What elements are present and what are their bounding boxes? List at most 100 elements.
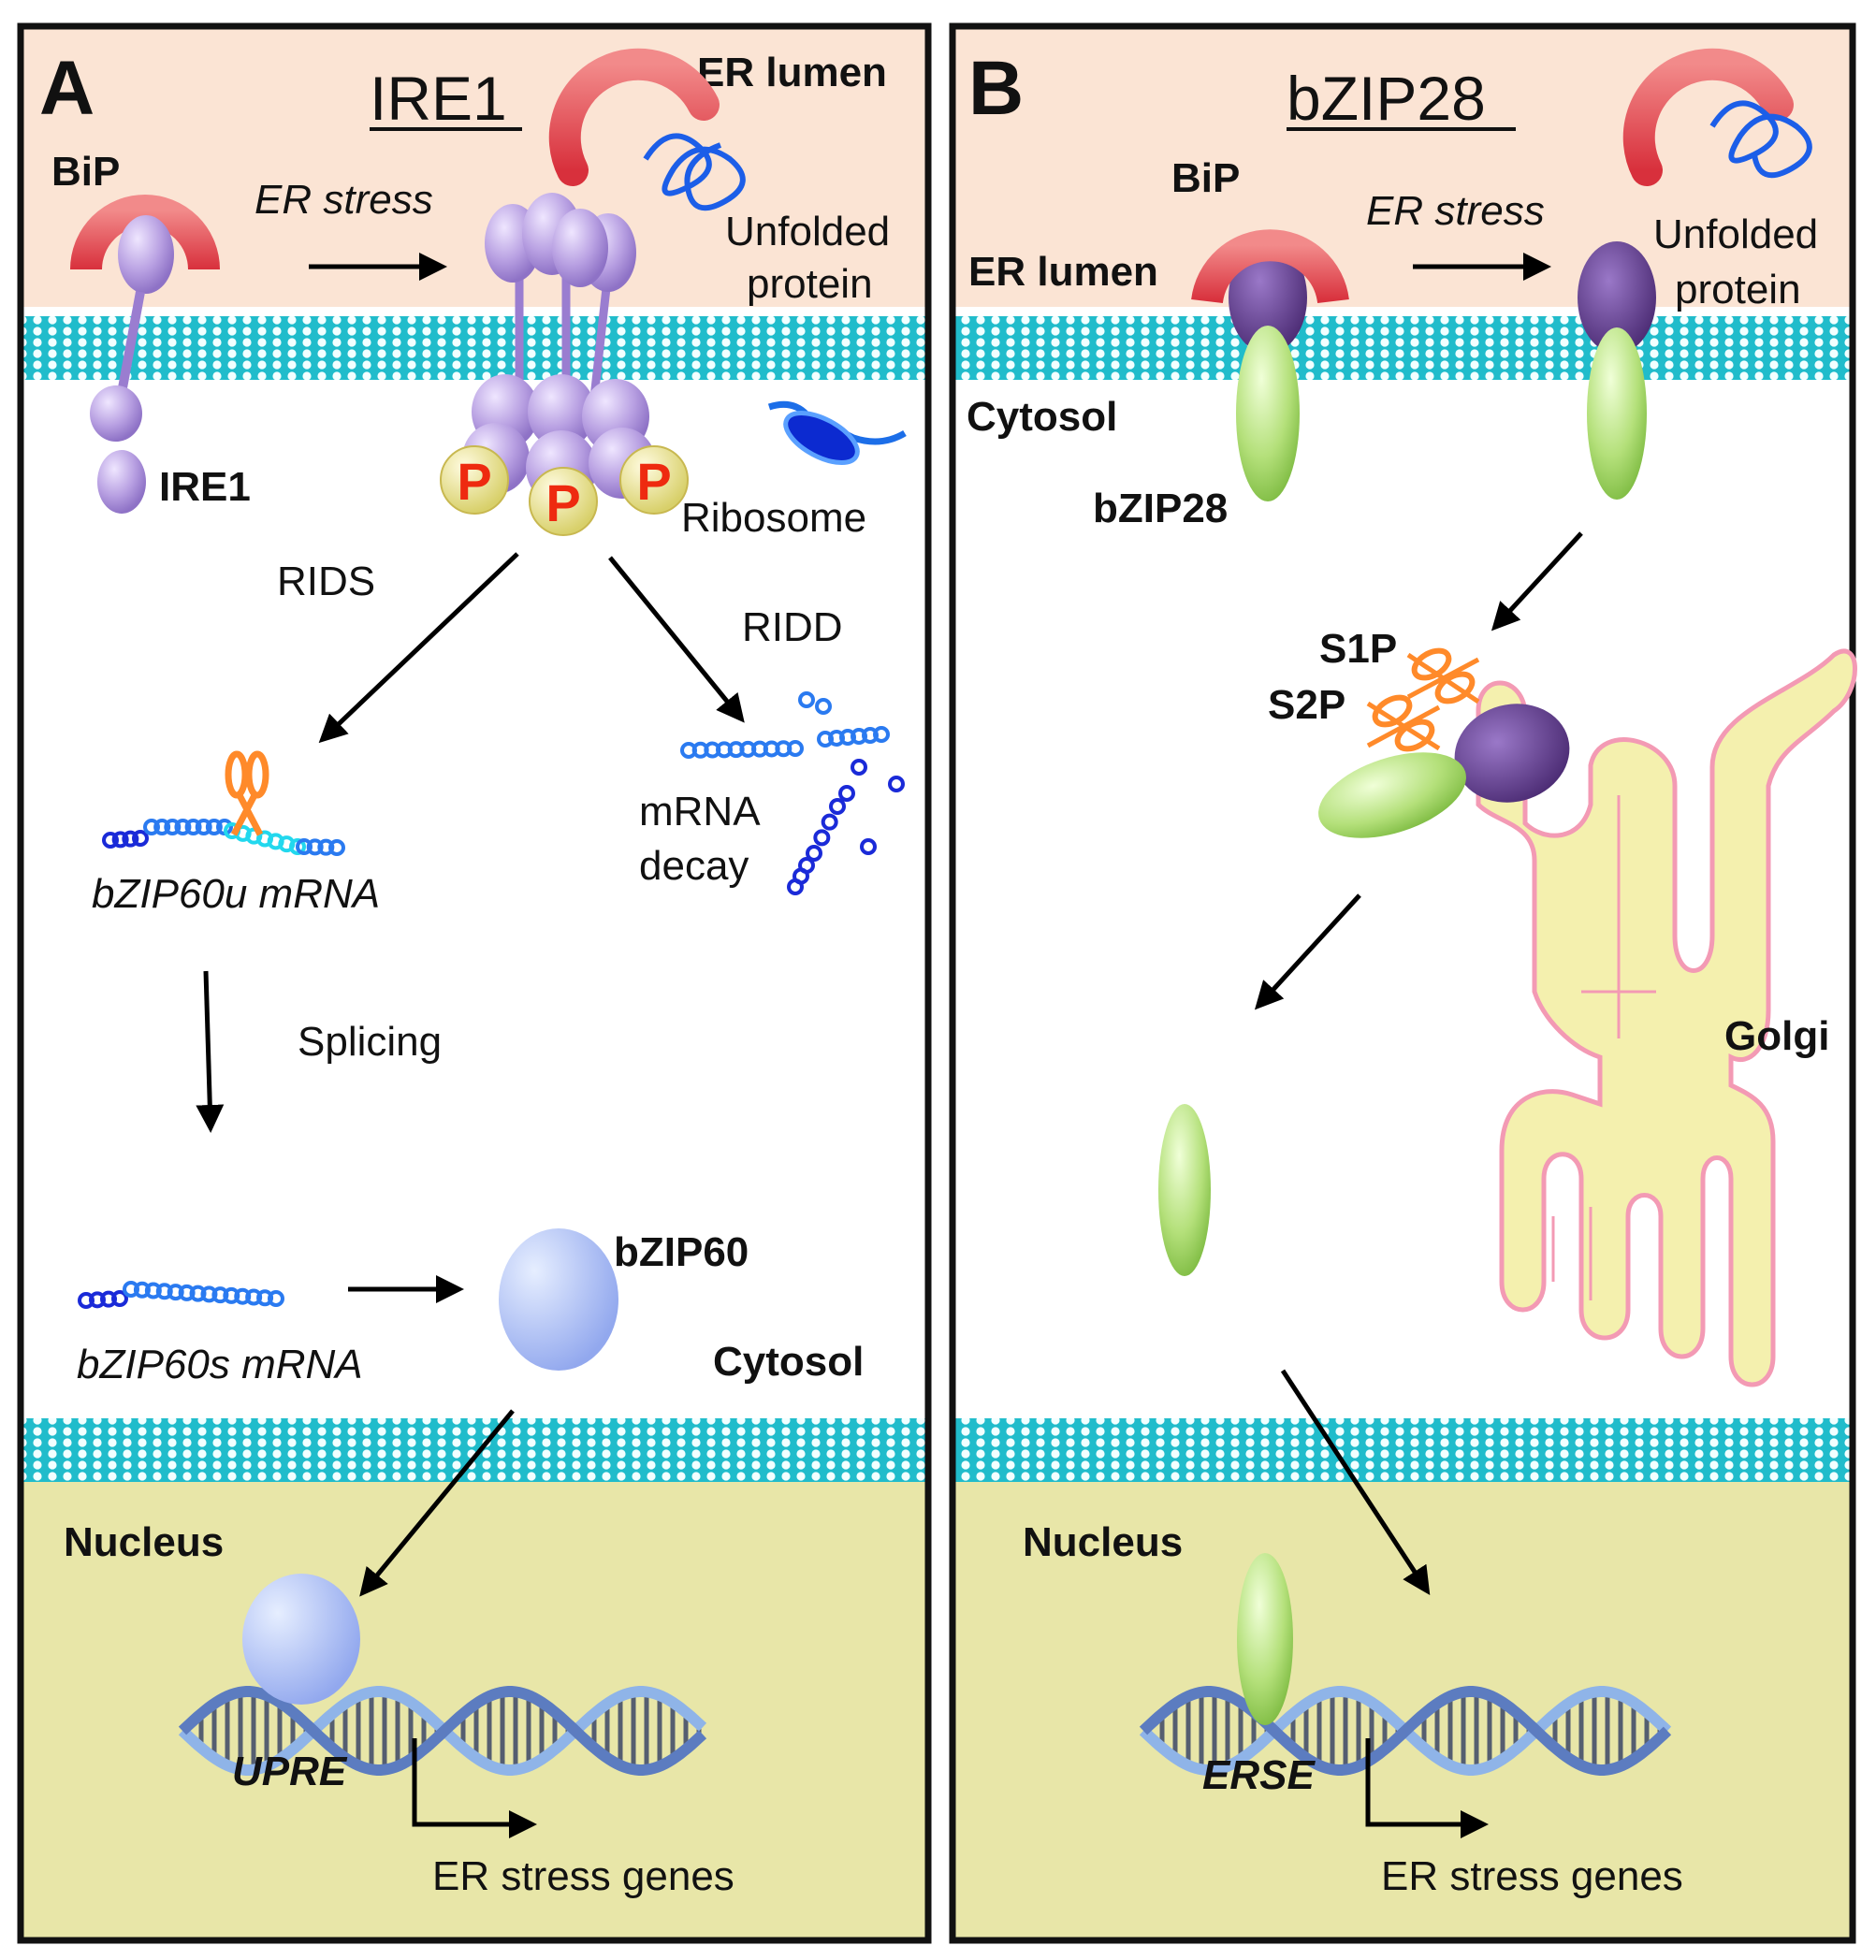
transcription-arrow-b [1365, 1738, 1489, 1838]
ribosome-icon [767, 400, 907, 465]
panel-b: B bZIP28 BiP ER stress Unfolded protein … [949, 22, 1857, 1944]
mrna-bead [143, 819, 160, 835]
mrna-bead [122, 830, 139, 848]
mrna-bead [296, 838, 313, 855]
mrna-bead [888, 776, 905, 792]
bzip60u-mrna-strand [102, 819, 345, 856]
panel-b-letter: B [968, 46, 1024, 131]
ire1-luminal-domain [118, 215, 174, 294]
nucleus-label-b: Nucleus [1023, 1519, 1183, 1565]
rids-arrow [318, 552, 519, 744]
mrna-bead [787, 740, 804, 757]
bzip60-label: bZIP60 [614, 1229, 749, 1275]
mrna-bead [245, 1288, 263, 1306]
mrna-bead [223, 1286, 240, 1304]
er-membrane [21, 316, 928, 380]
mrna-bead [102, 832, 119, 849]
erse-label: ERSE [1202, 1752, 1316, 1798]
bzip60u-mrna-label: bZIP60u mRNA [92, 871, 380, 917]
s2p-protease-icon [1366, 694, 1441, 752]
er-lumen-label: ER lumen [697, 50, 887, 95]
er-stress-label: ER stress [254, 177, 433, 223]
bzip60-bound-protein [242, 1574, 360, 1705]
ridd-label: RIDD [742, 604, 843, 650]
bip-label: BiP [51, 149, 120, 195]
mrna-bead [787, 878, 804, 895]
cytosol-label-b: Cytosol [967, 394, 1117, 440]
mrna-decay-label-line1: mRNA [639, 789, 761, 835]
mrna-bead [851, 759, 867, 776]
ire1-kinase-domain [90, 385, 142, 442]
mrna-bead [821, 813, 838, 831]
nuclear-membrane [21, 1418, 928, 1482]
ire1-label: IRE1 [159, 464, 251, 510]
mrna-bead [178, 1284, 196, 1301]
ire1-rnase-domain [97, 450, 146, 514]
phosphate-group: P [619, 445, 689, 515]
mrna-bead [205, 819, 223, 835]
unfolded-protein-icon [643, 133, 746, 211]
er-stress-label-b: ER stress [1366, 188, 1545, 234]
mrna-decay-label-line2: decay [639, 843, 749, 889]
nuclear-import-arrow-b [1280, 1369, 1431, 1596]
mrna-bead [306, 838, 324, 856]
dna-strand [1139, 1686, 1672, 1776]
mrna-bead [123, 1281, 139, 1298]
dna-strand [178, 1686, 707, 1776]
nucleus-label-a: Nucleus [64, 1519, 224, 1565]
er-membrane [953, 316, 1853, 380]
mrna-bead [132, 830, 149, 847]
nucleus-region [953, 1482, 1853, 1940]
bip-label-b: BiP [1171, 155, 1240, 201]
mrna-bead [164, 819, 182, 835]
bzip60s-mrna-label: bZIP60s mRNA [77, 1342, 363, 1387]
transcription-arrow [412, 1738, 537, 1838]
er-stress-genes-label-b: ER stress genes [1381, 1853, 1683, 1899]
mrna-bead [174, 819, 192, 835]
panel-b-title: bZIP28 [1287, 64, 1486, 133]
mrna-bead [155, 1283, 173, 1300]
mrna-bead [211, 1286, 229, 1304]
mrna-bead [111, 831, 129, 849]
mrna-bead [256, 1289, 274, 1307]
phosphate-label: P [636, 452, 671, 511]
ire1-transmembrane [117, 291, 145, 394]
mrna-bead [189, 1285, 207, 1302]
panel-b-frame [949, 22, 1856, 1944]
upre-label: UPRE [232, 1749, 348, 1794]
s1p-label: S1P [1319, 626, 1397, 672]
ribosome-label: Ribosome [681, 495, 866, 541]
bip-shape [548, 48, 720, 186]
golgi-apparatus [1476, 648, 1857, 1387]
rids-label: RIDS [277, 559, 375, 604]
inactive-ire1-with-bip [70, 195, 220, 514]
mrna-bead [153, 819, 171, 835]
bzip28-bound-protein [1237, 1553, 1293, 1725]
unfolded-label-line1-b: Unfolded [1653, 211, 1818, 257]
mrna-bead [111, 1290, 128, 1307]
dna-double-helix [1139, 1686, 1672, 1776]
mrna-bead [234, 1287, 252, 1305]
bip-shape [1622, 48, 1794, 186]
mrna-bead [815, 698, 832, 715]
scissors-icon [225, 750, 269, 836]
dna-double-helix [178, 1686, 707, 1776]
mrna-bead [184, 819, 202, 835]
mrna-bead [829, 798, 846, 815]
mrna-bead [873, 726, 890, 743]
phosphate-label: P [545, 473, 580, 532]
phosphate-group: P [529, 467, 598, 536]
golgi-label: Golgi [1724, 1013, 1829, 1059]
bzip28-label: bZIP28 [1093, 486, 1228, 531]
mrna-bead [289, 838, 306, 855]
mrna-bead [144, 1282, 162, 1299]
mrna-bead [133, 1281, 151, 1299]
nuclear-membrane [953, 1418, 1853, 1482]
mrna-bead [268, 1290, 284, 1307]
phosphate-label: P [457, 452, 491, 511]
mrna-bead [798, 691, 815, 708]
ridd-arrow [608, 556, 745, 723]
mrna-bead [806, 845, 822, 862]
panel-a-title: IRE1 [370, 64, 507, 133]
